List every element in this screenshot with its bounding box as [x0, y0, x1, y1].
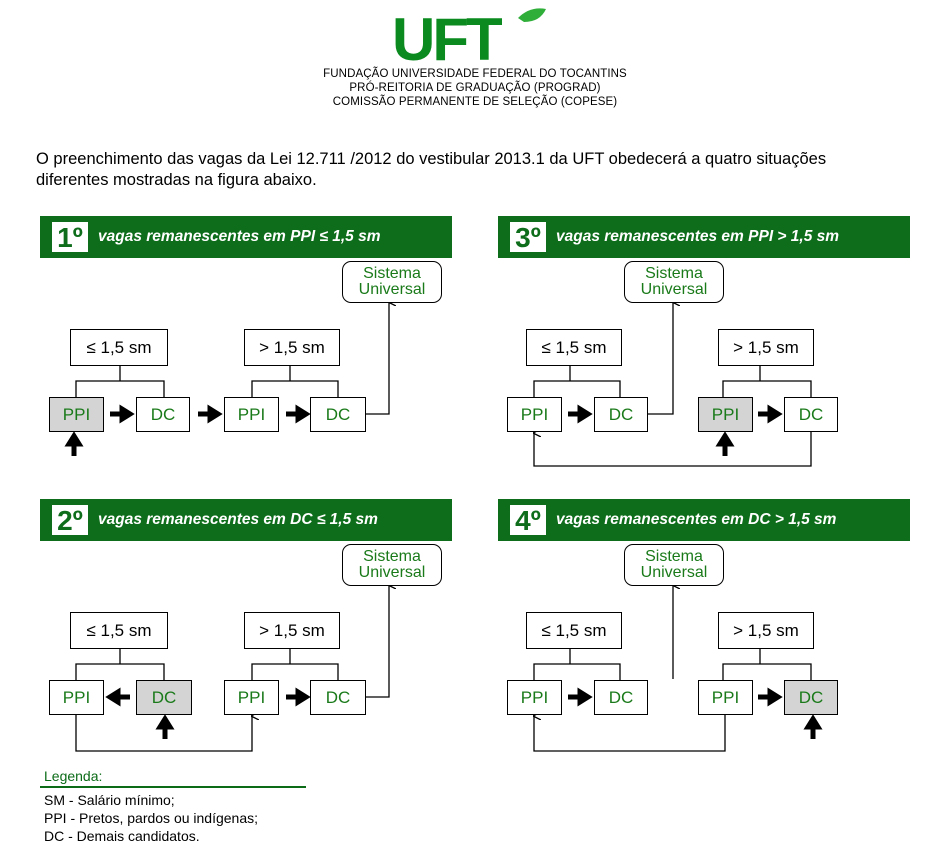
ppi-low-node: PPI — [507, 397, 562, 432]
start-arrow — [803, 714, 823, 739]
threshold-low-box: ≤ 1,5 sm — [70, 612, 168, 649]
panel-3: 3º vagas remanescentes em PPI > 1,5 sm S… — [498, 216, 918, 476]
threshold-high-box: > 1,5 sm — [718, 329, 814, 366]
ppi-high-node: PPI — [224, 680, 279, 715]
institution-name: FUNDAÇÃO UNIVERSIDADE FEDERAL DO TOCANTI… — [323, 68, 627, 80]
flow-arrow-3 — [286, 404, 311, 424]
logo-text: UFT — [392, 6, 502, 68]
flow-wires — [498, 216, 812, 467]
ppi-high-node: PPI — [224, 397, 279, 432]
threshold-low-box: ≤ 1,5 sm — [526, 612, 622, 649]
prorectory-name: PRÓ-REITORIA DE GRADUAÇÃO (PROGRAD) — [349, 82, 601, 94]
flow-wires — [64, 216, 460, 456]
ppi-low-node: PPI — [507, 680, 562, 715]
flow-arrow-1 — [110, 404, 135, 424]
system-label-2: Universal — [640, 564, 708, 581]
threshold-high-box: > 1,5 sm — [244, 612, 340, 649]
legend-item-ppi: PPI - Pretos, pardos ou indígenas; — [44, 810, 259, 826]
dc-high-node: DC — [310, 397, 366, 432]
bracket-low — [533, 366, 621, 398]
ppi-high-node: PPI — [698, 397, 753, 432]
panel-banner: 1º vagas remanescentes em PPI ≤ 1,5 sm — [40, 216, 452, 258]
panel-banner: 2º vagas remanescentes em DC ≤ 1,5 sm — [40, 499, 452, 541]
flow-arrow-back — [105, 687, 130, 707]
line-to-system — [366, 585, 389, 698]
legend-item-sm: SM - Salário mínimo; — [44, 792, 175, 808]
threshold-low-box: ≤ 1,5 sm — [70, 329, 168, 366]
threshold-low-box: ≤ 1,5 sm — [526, 329, 622, 366]
start-arrow — [715, 431, 735, 456]
start-arrow — [155, 714, 175, 739]
flow-arrow-1 — [568, 687, 593, 707]
flow-arrow-2 — [758, 687, 783, 707]
system-label-1: Sistema — [645, 265, 703, 282]
panel-2: 2º vagas remanescentes em DC ≤ 1,5 sm Si… — [40, 499, 460, 759]
flow-arrow-1 — [286, 687, 311, 707]
panel-number: 1º — [52, 222, 88, 253]
bracket-high — [251, 649, 339, 681]
system-label-2: Universal — [358, 564, 426, 581]
start-arrow — [64, 431, 84, 456]
dc-low-node: DC — [136, 397, 190, 432]
bracket-high — [251, 366, 339, 398]
loop-back-line — [534, 432, 812, 467]
system-label-1: Sistema — [363, 548, 421, 565]
system-label-1: Sistema — [363, 265, 421, 282]
panel-number: 4º — [510, 505, 546, 536]
line-to-system — [648, 302, 673, 415]
bracket-high — [722, 649, 812, 681]
dc-high-node: DC — [784, 680, 838, 715]
panel-title: vagas remanescentes em PPI ≤ 1,5 sm — [98, 228, 381, 245]
bracket-low — [75, 366, 165, 398]
system-label-2: Universal — [640, 281, 708, 298]
intro-paragraph: O preenchimento das vagas da Lei 12.711 … — [36, 149, 916, 191]
ppi-low-node: PPI — [49, 680, 104, 715]
loop-forward-line — [75, 715, 252, 752]
flow-wires — [498, 499, 823, 752]
ppi-high-node: PPI — [698, 680, 753, 715]
flow-arrow-1 — [568, 404, 593, 424]
threshold-high-box: > 1,5 sm — [244, 329, 340, 366]
flow-wires — [75, 499, 460, 752]
panel-banner: 4º vagas remanescentes em DC > 1,5 sm — [498, 499, 910, 541]
legend-divider — [40, 786, 306, 788]
dc-low-node: DC — [594, 680, 648, 715]
panel-4: 4º vagas remanescentes em DC > 1,5 sm Si… — [498, 499, 918, 759]
legend-item-dc: DC - Demais candidatos. — [44, 828, 200, 844]
dc-high-node: DC — [310, 680, 366, 715]
loop-back-line — [534, 715, 726, 752]
system-label-1: Sistema — [645, 548, 703, 565]
legend-title: Legenda: — [44, 768, 103, 784]
panel-title: vagas remanescentes em PPI > 1,5 sm — [556, 228, 840, 245]
panel-banner: 3º vagas remanescentes em PPI > 1,5 sm — [498, 216, 910, 258]
dc-high-node: DC — [784, 397, 838, 432]
intro-line-2: diferentes mostradas na figura abaixo. — [36, 171, 317, 189]
dc-low-node: DC — [594, 397, 648, 432]
line-to-system — [366, 302, 389, 415]
flow-arrow-2 — [758, 404, 783, 424]
panel-number: 3º — [510, 222, 546, 253]
leaf-icon — [518, 8, 546, 22]
panel-title: vagas remanescentes em DC > 1,5 sm — [556, 511, 837, 528]
panel-title: vagas remanescentes em DC ≤ 1,5 sm — [98, 511, 378, 528]
commission-name: COMISSÃO PERMANENTE DE SELEÇÃO (COPESE) — [332, 96, 618, 108]
uft-logo: UFT — [392, 6, 546, 68]
panel-1: 1º vagas remanescentes em PPI ≤ 1,5 sm S… — [40, 216, 460, 476]
ppi-low-node: PPI — [49, 397, 104, 432]
intro-line-1: O preenchimento das vagas da Lei 12.711 … — [36, 150, 827, 168]
bracket-low — [533, 649, 621, 681]
system-label-2: Universal — [358, 281, 426, 298]
dc-low-node: DC — [136, 680, 192, 715]
bracket-high — [722, 366, 812, 398]
bracket-low — [75, 649, 165, 681]
panel-number: 2º — [52, 505, 88, 536]
flow-arrow-2 — [198, 404, 223, 424]
threshold-high-box: > 1,5 sm — [718, 612, 814, 649]
